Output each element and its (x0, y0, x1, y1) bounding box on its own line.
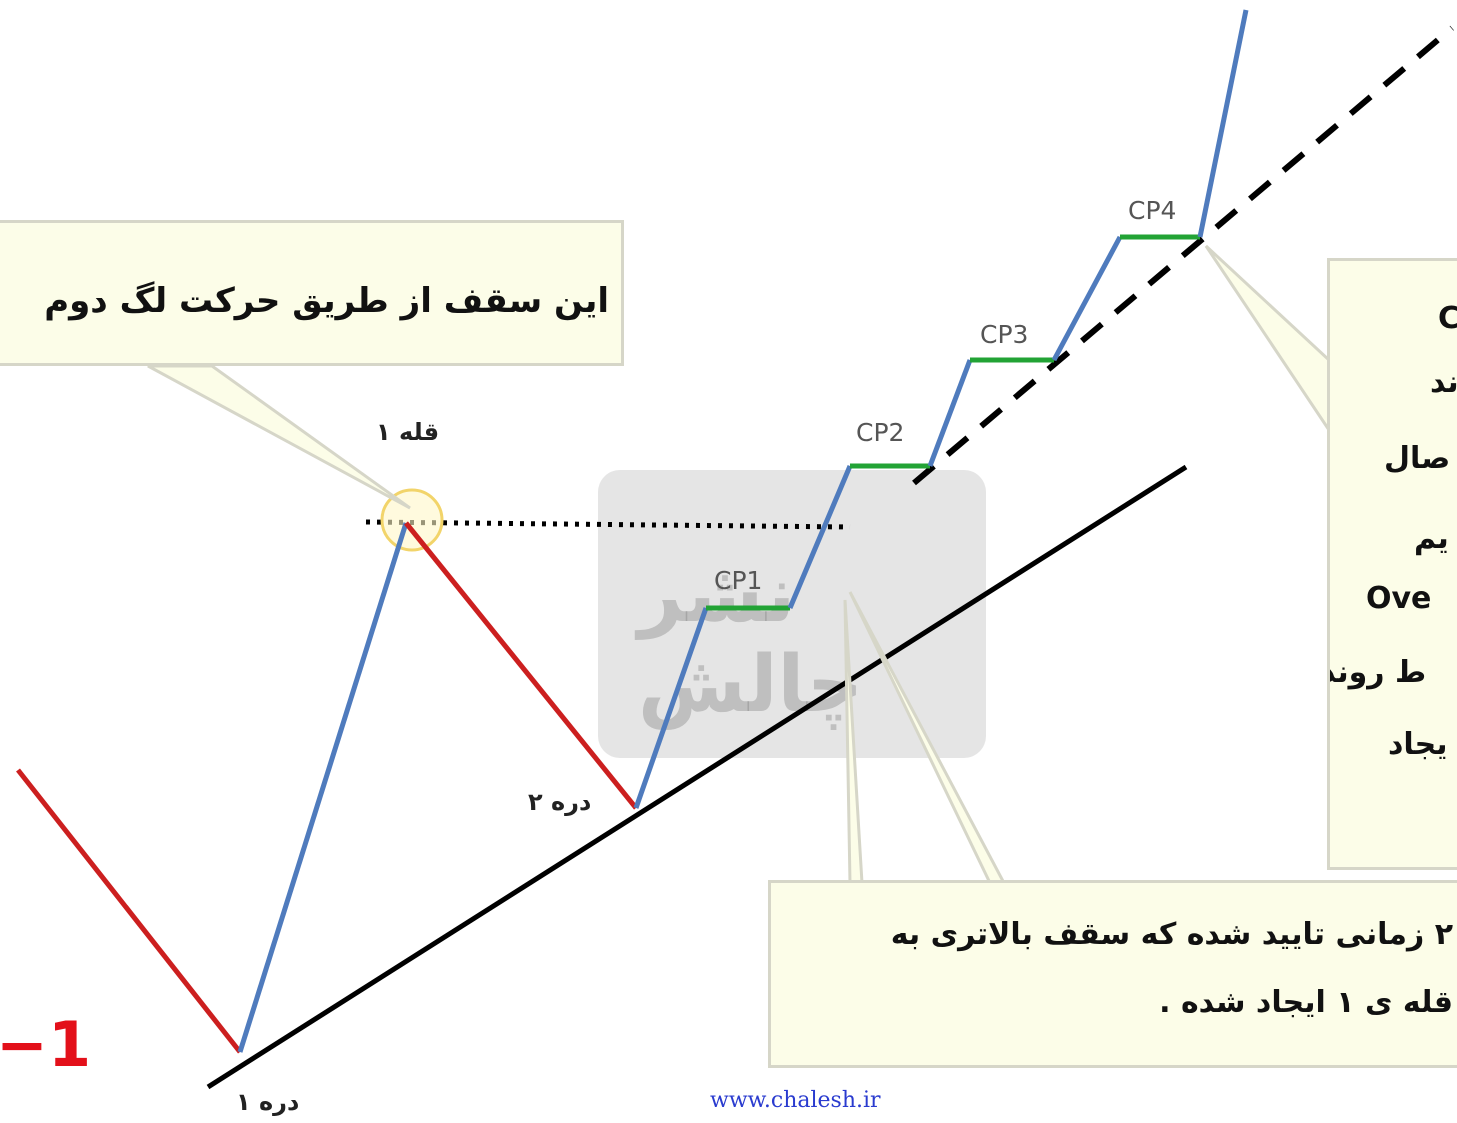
dashed-trend-line (912, 25, 1454, 486)
up-leg-6 (1197, 9, 1249, 238)
right-callout-line-4: یم (1414, 521, 1449, 556)
cp3-label: CP3 (980, 320, 1029, 349)
up-leg-2 (633, 607, 709, 809)
right-callout-pointer (1204, 244, 1331, 435)
watermark-panel: نشر چالش (598, 470, 986, 758)
bottom-callout-pointer-b (848, 591, 1007, 885)
down-leg-2 (404, 521, 638, 810)
figure-number: −1 (0, 1008, 92, 1081)
top-callout: این سقف از طریق حرکت لگ دوم (0, 220, 624, 366)
up-leg-1 (237, 522, 409, 1053)
peak1-highlight-circle (380, 488, 444, 552)
bottom-callout-line-2: قله ی ۱ ایجاد شده . (1159, 985, 1453, 1020)
up-leg-3 (787, 465, 853, 609)
top-callout-text: این سقف از طریق حرکت لگ دوم (44, 281, 609, 321)
trend-line (206, 464, 1188, 1090)
valley1-label: دره ۱ (236, 1088, 300, 1116)
up-leg-5 (1051, 235, 1123, 362)
right-callout-line-2: ند (1430, 365, 1457, 400)
bottom-callout: ۲ زمانی تایید شده که سقف بالاتری به قله … (768, 880, 1457, 1068)
bottom-callout-pointer-a (843, 599, 864, 885)
cp1-label: CP1 (714, 566, 763, 595)
right-callout-line-6: ط روند (1327, 655, 1427, 690)
right-callout-line-3: صال (1384, 441, 1451, 476)
peak1-resistance-line (365, 519, 851, 530)
bottom-callout-line-1: ۲ زمانی تایید شده که سقف بالاتری به (890, 917, 1453, 952)
valley2-label: دره ۲ (528, 788, 592, 816)
peak1-label: قله ۱ (376, 418, 440, 446)
cp4-label: CP4 (1128, 196, 1177, 225)
right-callout-line-5: Ove (1366, 581, 1432, 616)
site-url[interactable]: www.chalesh.ir (710, 1088, 881, 1113)
top-callout-pointer (147, 364, 411, 510)
cp2-label: CP2 (856, 418, 905, 447)
right-callout-line-1: C (1438, 301, 1457, 336)
up-leg-4 (927, 359, 973, 467)
right-callout: C ند صال یم Ove ط روند یجاد (1327, 258, 1457, 870)
watermark-text: نشر چالش (638, 550, 864, 730)
right-callout-line-7: یجاد (1388, 727, 1448, 762)
down-leg-1 (16, 768, 242, 1054)
